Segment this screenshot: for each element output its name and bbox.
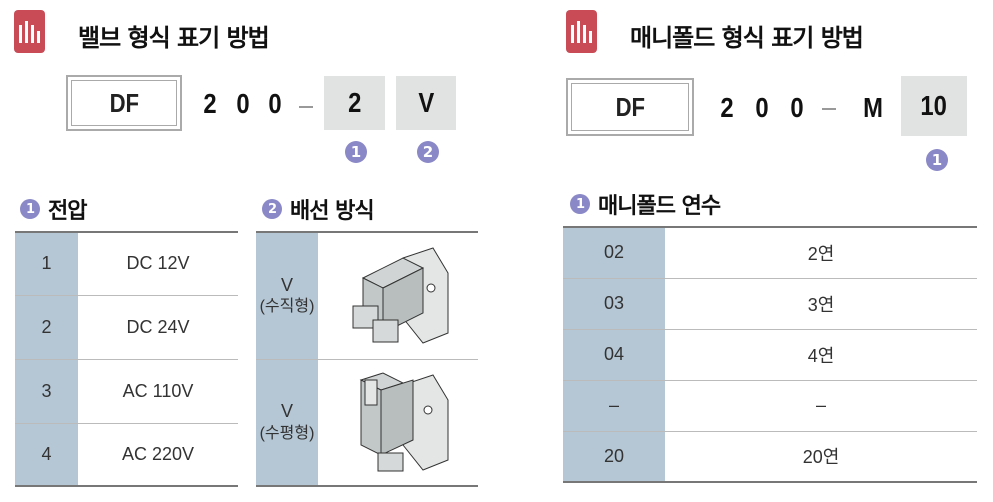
voltage-heading-text: 전압 xyxy=(48,199,87,224)
code-cell: 03 xyxy=(563,277,665,329)
code-cell: V (수평형) xyxy=(256,358,318,486)
manifold-letter: M xyxy=(863,92,883,123)
wiring-label: (수평형) xyxy=(259,424,315,442)
wiring-field-box: V xyxy=(396,76,456,130)
digit: 2 xyxy=(203,88,217,119)
prefix-text: DF xyxy=(109,87,139,118)
manifold-title: 매니폴드 형식 표기 방법 xyxy=(630,24,864,52)
stations-heading-text: 매니폴드 연수 xyxy=(598,194,721,219)
vertical-valve-icon xyxy=(352,247,449,344)
code-cell: 2 xyxy=(15,294,78,359)
dash xyxy=(822,108,836,110)
marker-1: 1 xyxy=(570,194,590,214)
marker-1: 1 xyxy=(345,141,367,163)
horizontal-valve-icon xyxy=(359,372,449,472)
wiring-heading-text: 배선 방식 xyxy=(290,199,375,224)
value-cell: DC 12V xyxy=(126,253,190,274)
value-cell: DC 24V xyxy=(78,294,238,359)
wiring-code: V xyxy=(280,274,293,295)
value-cell: – xyxy=(665,379,977,431)
prefix-text: DF xyxy=(615,91,645,122)
table-row: 02 2연 xyxy=(563,227,977,278)
code-cell: 3 xyxy=(15,358,78,423)
value-cell: 20연 xyxy=(665,430,977,482)
marker-2: 2 xyxy=(417,141,439,163)
digit: 0 xyxy=(236,88,250,119)
prefix-box: DF xyxy=(66,75,182,131)
digit: 0 xyxy=(755,92,769,123)
wiring-code: V xyxy=(280,401,293,422)
marker-1: 1 xyxy=(926,149,948,171)
code-cell: V (수직형) xyxy=(256,232,318,359)
wiring-heading: 2 배선 방식 xyxy=(262,193,375,225)
code-cell: – xyxy=(563,379,665,431)
station-field-box: 10 xyxy=(901,76,967,136)
chart-icon xyxy=(14,10,45,53)
marker-2: 2 xyxy=(262,199,282,219)
value-cell: AC 110V xyxy=(78,358,238,423)
code-cell: 1 xyxy=(15,232,78,295)
digit: 2 xyxy=(720,92,734,123)
marker-1: 1 xyxy=(20,199,40,219)
table-row: –– xyxy=(563,379,977,431)
value-cell: 3연 xyxy=(665,277,977,329)
prefix-box: DF xyxy=(566,78,694,136)
valve-title: 밸브 형식 표기 방법 xyxy=(78,24,270,52)
stations-heading: 1 매니폴드 연수 xyxy=(570,188,721,220)
chart-icon xyxy=(566,10,597,53)
wiring-label: (수직형) xyxy=(259,298,315,316)
code-cell: 04 xyxy=(563,328,665,380)
voltage-field-text: 2 xyxy=(347,87,362,118)
valve-image-vertical xyxy=(318,232,478,359)
station-field-text: 10 xyxy=(920,90,948,121)
code-cell: 4 xyxy=(15,422,78,486)
code-cell: 20 xyxy=(563,430,665,482)
table-row: 1 DC 12V xyxy=(15,232,238,295)
value-cell: AC 220V xyxy=(78,422,238,486)
voltage-field-box: 2 xyxy=(324,76,385,130)
voltage-heading: 1 전압 xyxy=(20,193,87,225)
digit: 0 xyxy=(268,88,282,119)
value-cell: 2연 xyxy=(807,243,835,264)
digit: 0 xyxy=(790,92,804,123)
dash xyxy=(299,106,313,108)
value-cell: 4연 xyxy=(665,328,977,380)
table-row: V (수직형) xyxy=(256,232,478,359)
code-cell: 02 xyxy=(563,227,665,278)
wiring-table: V (수직형) V (수평형) xyxy=(256,231,478,487)
wiring-field-text: V xyxy=(418,87,434,118)
valve-image-horizontal xyxy=(318,358,478,486)
table-row: V (수평형) xyxy=(256,358,478,486)
